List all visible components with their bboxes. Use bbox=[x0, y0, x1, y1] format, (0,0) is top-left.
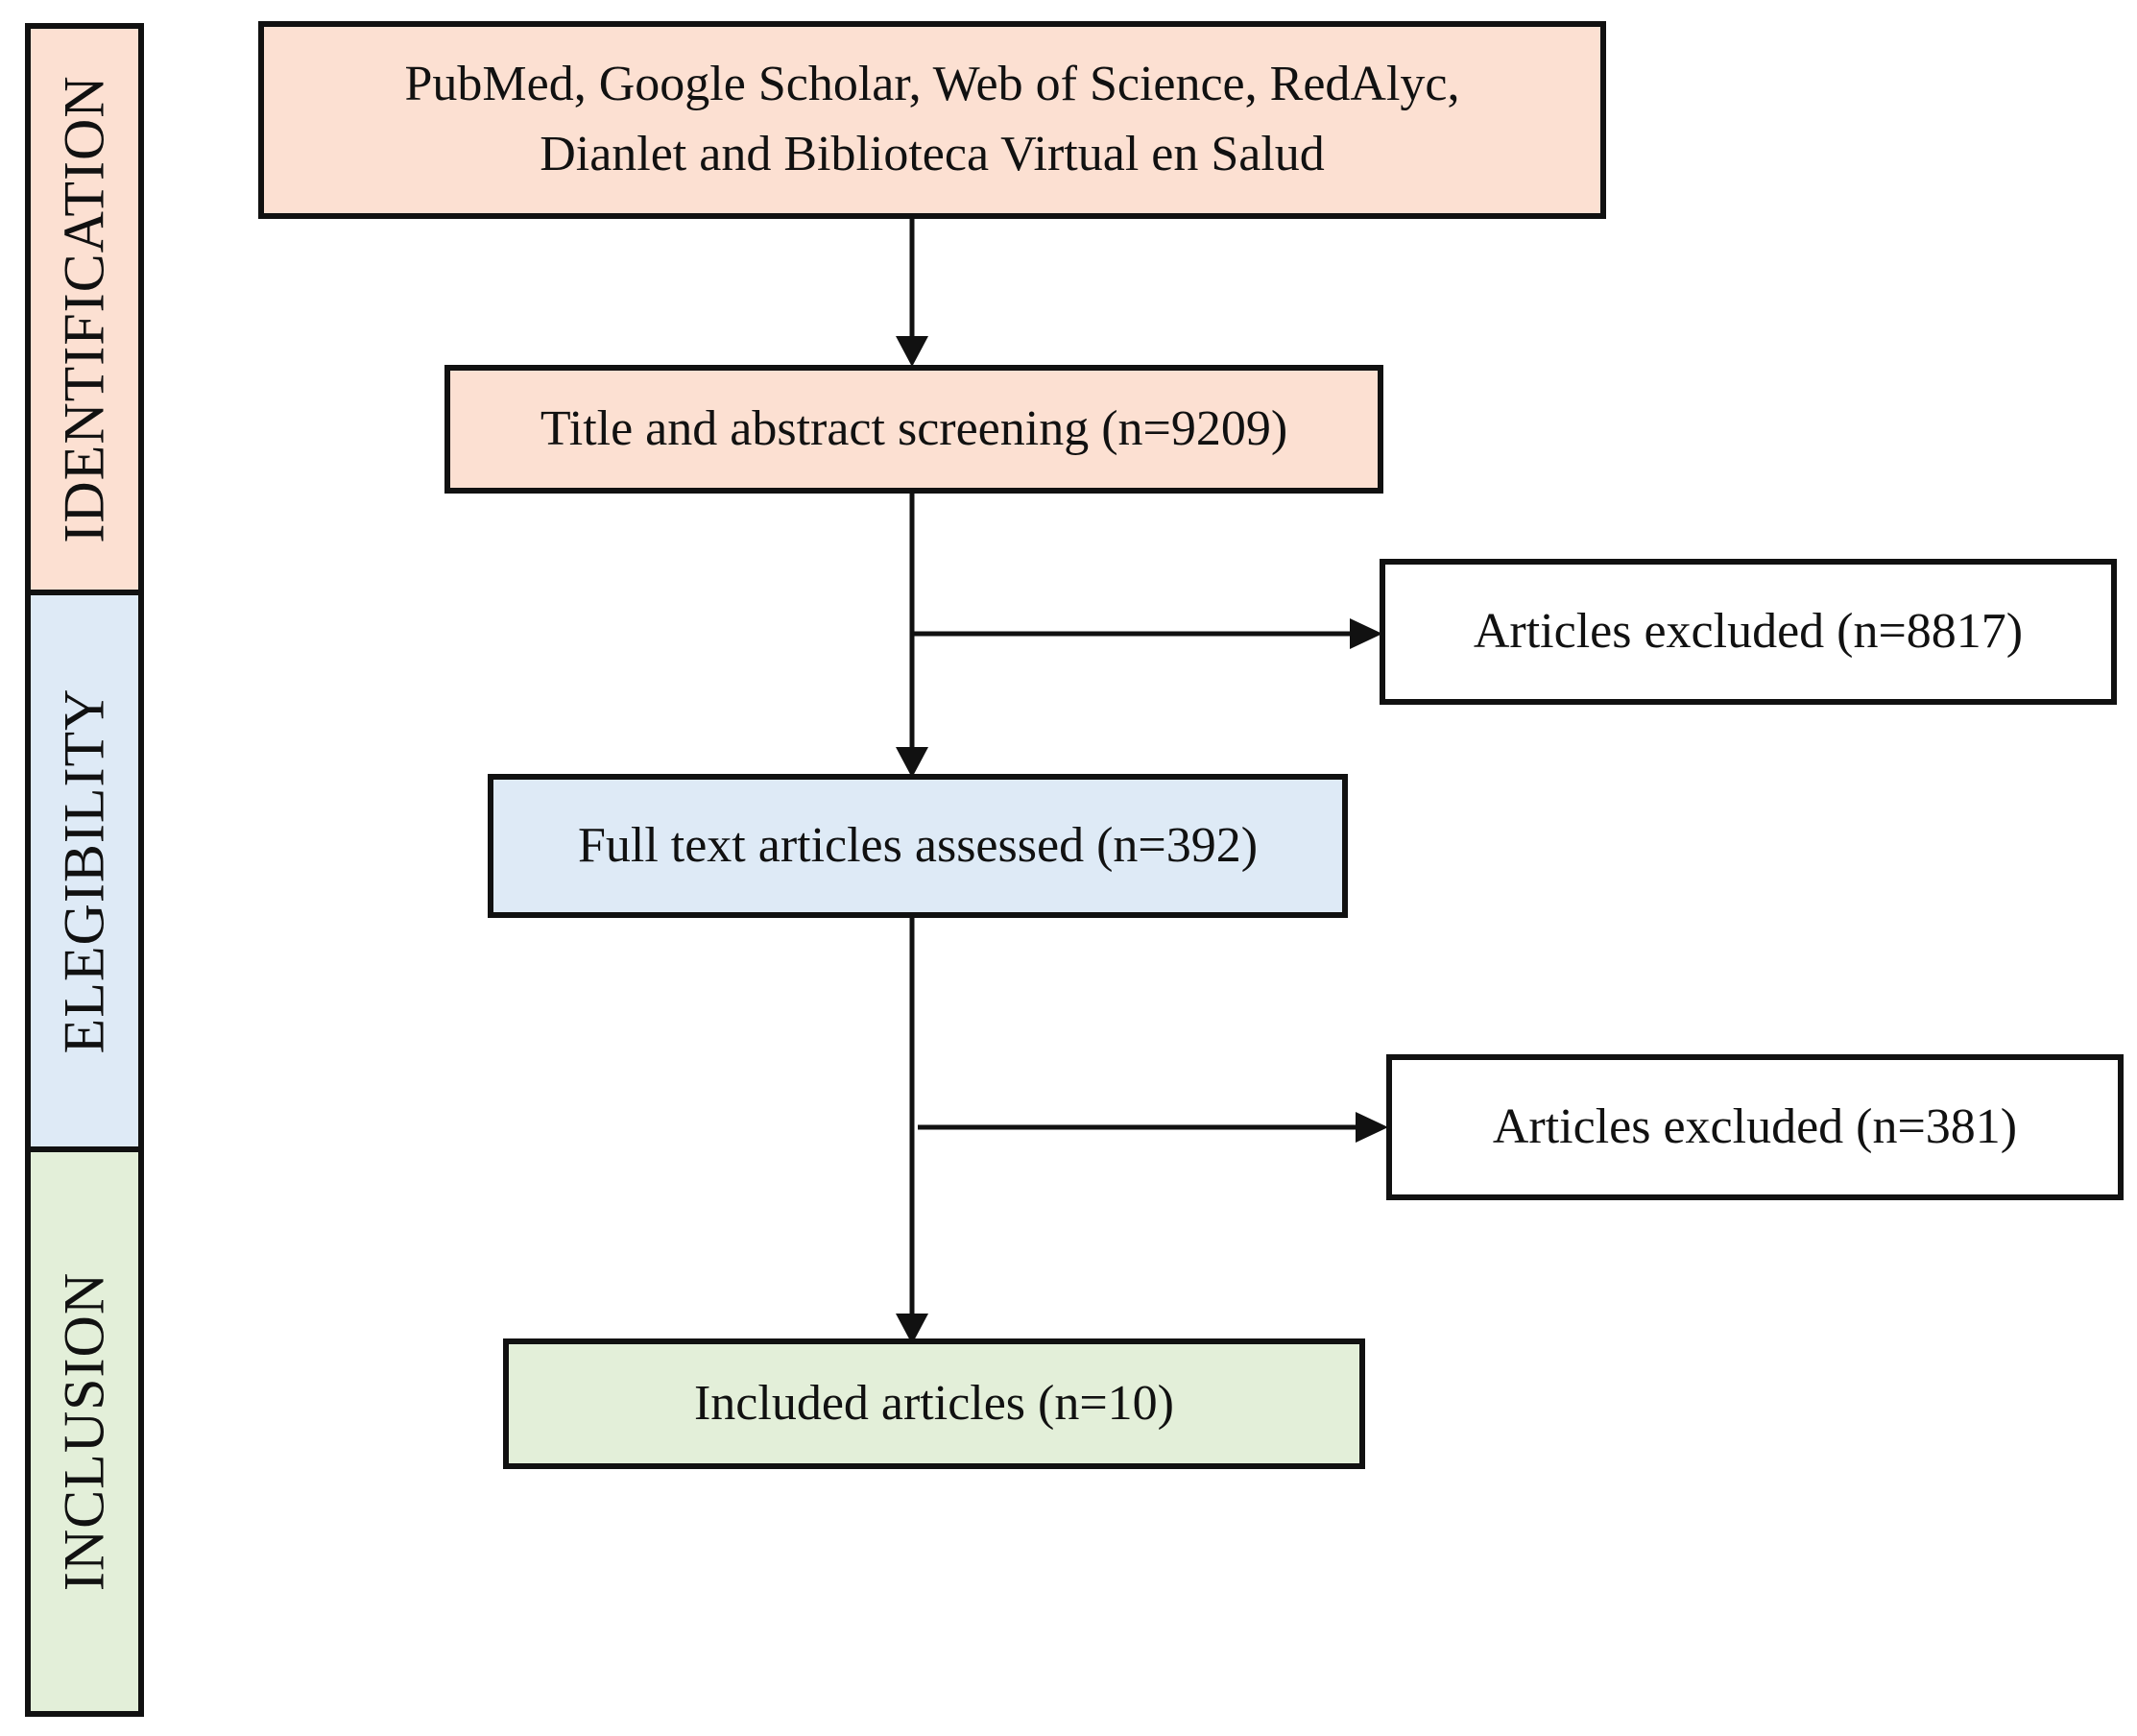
arrowhead-down-screening bbox=[896, 336, 928, 367]
stage-band-identification: IDENTIFICATION bbox=[25, 23, 144, 595]
excluded-box-2: Articles excluded (n=381) bbox=[1386, 1054, 2124, 1200]
stage-band-eligibility: ELEGIBILITY bbox=[25, 590, 144, 1152]
arrowhead-down-included bbox=[896, 1314, 928, 1344]
sources-box: PubMed, Google Scholar, Web of Science, … bbox=[258, 21, 1606, 219]
sources-line-1: PubMed, Google Scholar, Web of Science, … bbox=[404, 57, 1460, 112]
excluded-box-1: Articles excluded (n=8817) bbox=[1380, 559, 2117, 705]
sources-text: PubMed, Google Scholar, Web of Science, … bbox=[405, 50, 1460, 190]
screening-box: Title and abstract screening (n=9209) bbox=[444, 365, 1383, 494]
excluded-2-label: Articles excluded (n=381) bbox=[1492, 1098, 2018, 1154]
arrowhead-down-fulltext bbox=[896, 747, 928, 778]
screening-label: Title and abstract screening (n=9209) bbox=[540, 400, 1288, 456]
excluded-1-label: Articles excluded (n=8817) bbox=[1473, 603, 2024, 659]
included-label: Included articles (n=10) bbox=[693, 1375, 1175, 1431]
full-text-label: Full text articles assessed (n=392) bbox=[577, 817, 1259, 873]
full-text-box: Full text articles assessed (n=392) bbox=[488, 774, 1348, 918]
arrowhead-right-excluded-2 bbox=[1356, 1112, 1388, 1143]
sources-line-2: Dianlet and Biblioteca Virtual en Salud bbox=[540, 127, 1325, 181]
arrowhead-right-excluded-1 bbox=[1350, 618, 1382, 649]
stage-band-inclusion: INCLUSION bbox=[25, 1146, 144, 1717]
included-box: Included articles (n=10) bbox=[503, 1338, 1365, 1469]
